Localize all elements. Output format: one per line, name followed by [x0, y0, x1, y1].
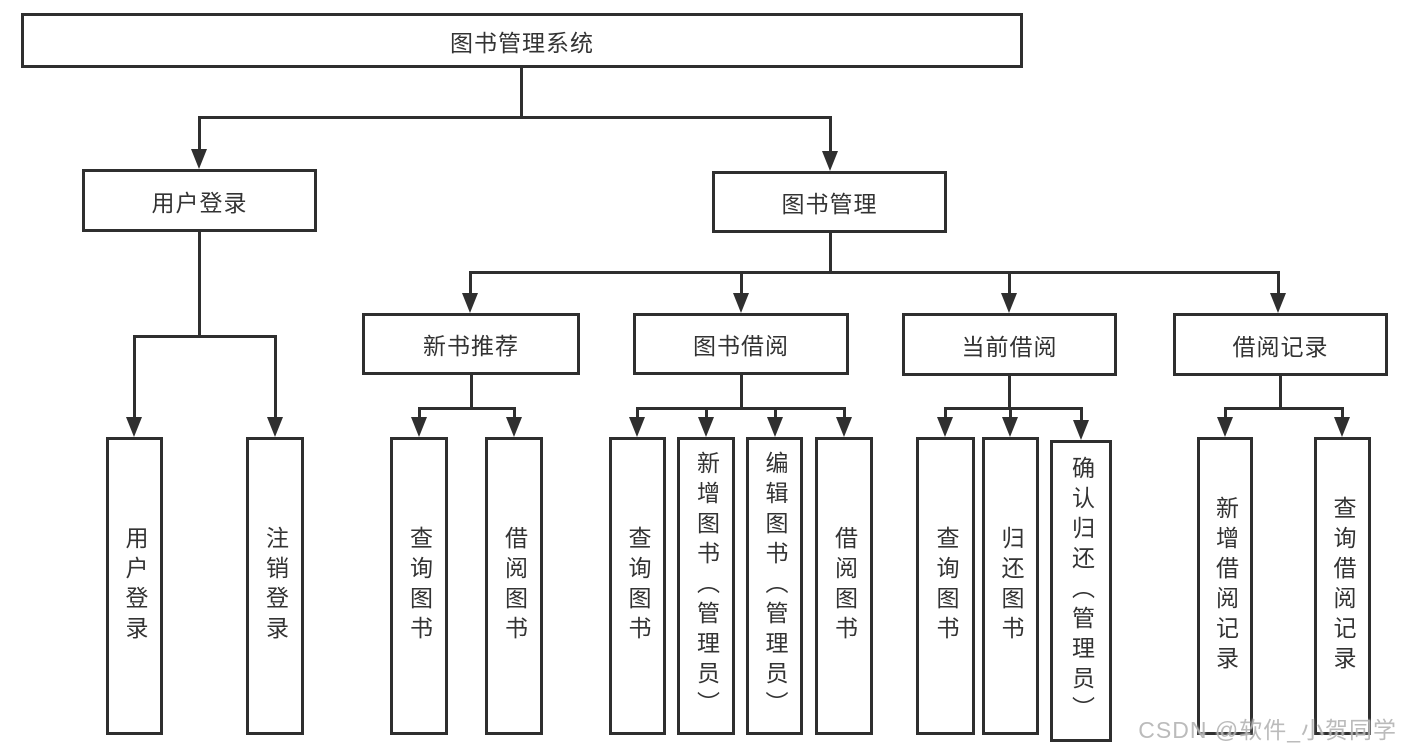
- leaf-label: 查询借阅记录: [1330, 496, 1356, 676]
- arrow-down-icon: [411, 417, 427, 437]
- arrow-down-icon: [1334, 417, 1350, 437]
- arrow-down-icon: [937, 417, 953, 437]
- leaf-current-return-books: 归还图书: [982, 437, 1039, 735]
- arrow-down-icon: [733, 293, 749, 313]
- node-label: 当前借阅: [961, 333, 1058, 360]
- node-new-book-recommend: 新书推荐: [362, 313, 580, 375]
- connector-line: [843, 407, 846, 419]
- connector-line: [198, 116, 832, 119]
- leaf-label: 编辑图书（管理员）: [762, 451, 788, 721]
- arrow-down-icon: [1002, 417, 1018, 437]
- arrow-down-icon: [1073, 420, 1089, 440]
- leaf-records-add-record: 新增借阅记录: [1197, 437, 1253, 735]
- arrow-down-icon: [822, 151, 838, 171]
- connector-line: [636, 407, 845, 410]
- connector-line: [513, 407, 516, 419]
- arrow-down-icon: [267, 417, 283, 437]
- leaf-label: 查询图书: [933, 526, 959, 646]
- connector-line: [829, 116, 832, 152]
- connector-line: [1224, 407, 1227, 419]
- leaf-label: 查询图书: [406, 526, 433, 646]
- connector-line: [944, 407, 947, 419]
- connector-line: [469, 271, 472, 294]
- leaf-label: 新增借阅记录: [1212, 496, 1239, 676]
- arrow-down-icon: [191, 149, 207, 169]
- connector-line: [274, 335, 277, 418]
- leaf-records-query-record: 查询借阅记录: [1314, 437, 1371, 735]
- node-label: 新书推荐: [423, 333, 519, 359]
- connector-line: [944, 407, 1083, 410]
- node-label: 借阅记录: [1232, 333, 1329, 360]
- connector-line: [198, 232, 201, 338]
- connector-line: [133, 335, 136, 418]
- connector-line: [705, 407, 708, 419]
- arrow-down-icon: [629, 417, 645, 437]
- connector-line: [774, 407, 777, 419]
- connector-line: [1277, 271, 1280, 294]
- leaf-label: 归还图书: [998, 526, 1024, 646]
- csdn-watermark: CSDN @软件_小贺同学: [1138, 717, 1397, 743]
- connector-line: [740, 271, 743, 294]
- leaf-label: 注销登录: [262, 526, 289, 646]
- arrow-down-icon: [767, 417, 783, 437]
- leaf-label: 新增图书（管理员）: [693, 451, 720, 721]
- connector-line: [1279, 376, 1282, 410]
- connector-line: [1008, 376, 1011, 410]
- arrow-down-icon: [126, 417, 142, 437]
- connector-line: [1080, 407, 1083, 421]
- arrow-down-icon: [1001, 293, 1017, 313]
- connector-line: [198, 116, 201, 150]
- node-user-login: 用户登录: [82, 169, 317, 232]
- leaf-borrow-add-books-admin: 新增图书（管理员）: [677, 437, 735, 735]
- connector-line: [133, 335, 277, 338]
- arrow-down-icon: [698, 417, 714, 437]
- leaf-label: 借阅图书: [831, 526, 858, 646]
- leaf-label: 用户登录: [122, 526, 148, 646]
- leaf-logout: 注销登录: [246, 437, 304, 735]
- node-label: 图书借阅: [693, 333, 789, 359]
- connector-line: [1009, 407, 1012, 419]
- node-label: 图书管理: [781, 191, 878, 217]
- connector-line: [1224, 407, 1344, 410]
- node-borrow-records: 借阅记录: [1173, 313, 1388, 376]
- arrow-down-icon: [506, 417, 522, 437]
- leaf-label: 借阅图书: [501, 526, 528, 646]
- leaf-current-confirm-return-admin: 确认归还（管理员）: [1050, 440, 1112, 742]
- node-label: 图书管理系统: [450, 29, 594, 56]
- leaf-borrow-borrow-books: 借阅图书: [815, 437, 873, 735]
- leaf-newbooks-borrow-books: 借阅图书: [485, 437, 543, 735]
- node-book-management: 图书管理: [712, 171, 947, 233]
- connector-line: [520, 68, 523, 117]
- leaf-user-login: 用户登录: [106, 437, 163, 735]
- connector-line: [636, 407, 639, 419]
- leaf-newbooks-query-books: 查询图书: [390, 437, 448, 735]
- leaf-borrow-edit-books-admin: 编辑图书（管理员）: [746, 437, 803, 735]
- leaf-label: 查询图书: [625, 526, 651, 646]
- connector-line: [740, 375, 743, 410]
- leaf-current-query-books: 查询图书: [916, 437, 975, 735]
- connector-line: [829, 233, 832, 273]
- connector-line: [1341, 407, 1344, 419]
- node-label: 用户登录: [151, 189, 248, 216]
- arrow-down-icon: [462, 293, 478, 313]
- connector-line: [470, 375, 473, 410]
- leaf-borrow-query-books: 查询图书: [609, 437, 666, 735]
- arrow-down-icon: [836, 417, 852, 437]
- arrow-down-icon: [1270, 293, 1286, 313]
- node-current-borrow: 当前借阅: [902, 313, 1117, 376]
- node-library-management-system: 图书管理系统: [21, 13, 1023, 68]
- connector-line: [418, 407, 516, 410]
- connector-line: [418, 407, 421, 419]
- connector-line: [1008, 271, 1011, 294]
- arrow-down-icon: [1217, 417, 1233, 437]
- leaf-label: 确认归还（管理员）: [1068, 456, 1095, 726]
- connector-line: [469, 271, 1280, 274]
- node-book-borrow: 图书借阅: [633, 313, 849, 375]
